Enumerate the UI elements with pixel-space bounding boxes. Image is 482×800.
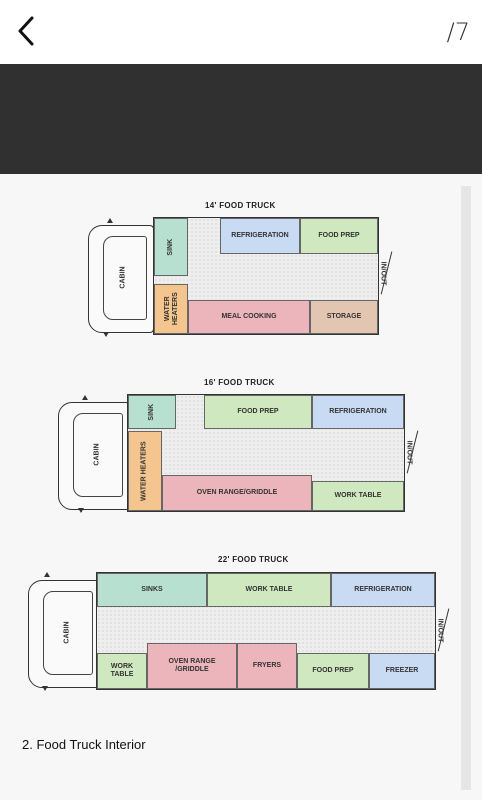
arrow-icon [78,508,84,513]
zone-meal-cooking: MEAL COOKING [188,300,310,334]
zone-refrigeration: REFRIGERATION [312,395,404,429]
zone-food-prep: FOOD PREP [297,653,369,689]
zone-sinks: SINKS [97,573,207,607]
in-out-label: IN/OUT [436,618,444,643]
truck-body: SINK FOOD PREP REFRIGERATION WATER HEATE… [127,394,405,512]
zone-oven-range: OVEN RANGE/GRIDDLE [162,475,312,511]
arrow-icon [42,686,48,691]
cabin-label: CABIN [63,621,71,644]
chevron-left-icon[interactable] [14,14,44,48]
page-counter: /7 [446,18,470,46]
zone-work-table-bottom: WORK TABLE [97,653,147,689]
diagram-title: 22' FOOD TRUCK [218,555,289,564]
in-out-label: IN/OUT [379,261,387,286]
zone-water-heaters: WATER HEATERS [128,431,162,511]
dark-banner [0,64,482,174]
truck-body: SINK REFRIGERATION FOOD PREP WATER HEATE… [153,217,379,335]
zone-water-heaters: WATER HEATERS [154,284,188,334]
in-out-label: IN/OUT [405,440,413,465]
arrow-icon [82,395,88,400]
zone-sink: SINK [154,218,188,276]
diagram-title: 16' FOOD TRUCK [204,378,275,387]
arrow-icon [103,332,109,337]
arrow-icon [107,218,113,223]
zone-freezer: FREEZER [369,653,435,689]
zone-work-table-top: WORK TABLE [207,573,331,607]
zone-storage: STORAGE [310,300,378,334]
caption: 2. Food Truck Interior [22,737,146,752]
zone-work-table: WORK TABLE [312,481,404,511]
cabin-label: CABIN [93,443,101,466]
zone-refrigeration: REFRIGERATION [331,573,435,607]
zone-refrigeration: REFRIGERATION [220,218,300,254]
zone-sink: SINK [128,395,176,429]
arrow-icon [44,572,50,577]
truck-body: SINKS WORK TABLE REFRIGERATION WORK TABL… [96,572,436,690]
cabin-label: CABIN [119,266,127,289]
zone-food-prep: FOOD PREP [300,218,378,254]
cabin: CABIN [58,402,130,510]
diagram-title: 14' FOOD TRUCK [205,201,276,210]
cabin: CABIN [88,225,154,333]
scrollbar[interactable] [461,186,471,790]
zone-fryers: FRYERS [237,643,297,689]
zone-oven-range: OVEN RANGE /GRIDDLE [147,643,237,689]
cabin: CABIN [28,580,100,688]
zone-food-prep: FOOD PREP [204,395,312,429]
top-bar: /7 [0,0,482,64]
